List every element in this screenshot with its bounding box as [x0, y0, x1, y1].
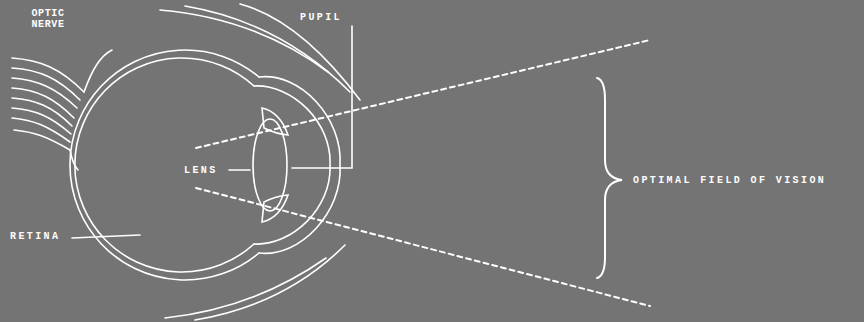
part-label: PUPIL: [300, 12, 342, 23]
curly-bracket: [597, 78, 622, 278]
part-label: RETINA: [10, 231, 60, 242]
vision-ray: [196, 188, 650, 306]
leader-line: [292, 26, 352, 168]
leader-line: [72, 235, 140, 238]
retina-layer: [75, 58, 254, 272]
field-label: OPTIMAL FIELD OF VISION: [633, 175, 826, 186]
part-label: OPTIC NERVE: [28, 8, 68, 30]
cornea: [259, 77, 340, 254]
eyelid: [195, 245, 345, 320]
eyelid: [185, 6, 350, 92]
sclera: [70, 50, 259, 280]
leader-line: [229, 169, 250, 171]
vision-ray: [196, 40, 650, 148]
optic-nerve: [12, 50, 112, 170]
eyelid: [165, 258, 326, 318]
part-label: LENS: [184, 165, 218, 176]
